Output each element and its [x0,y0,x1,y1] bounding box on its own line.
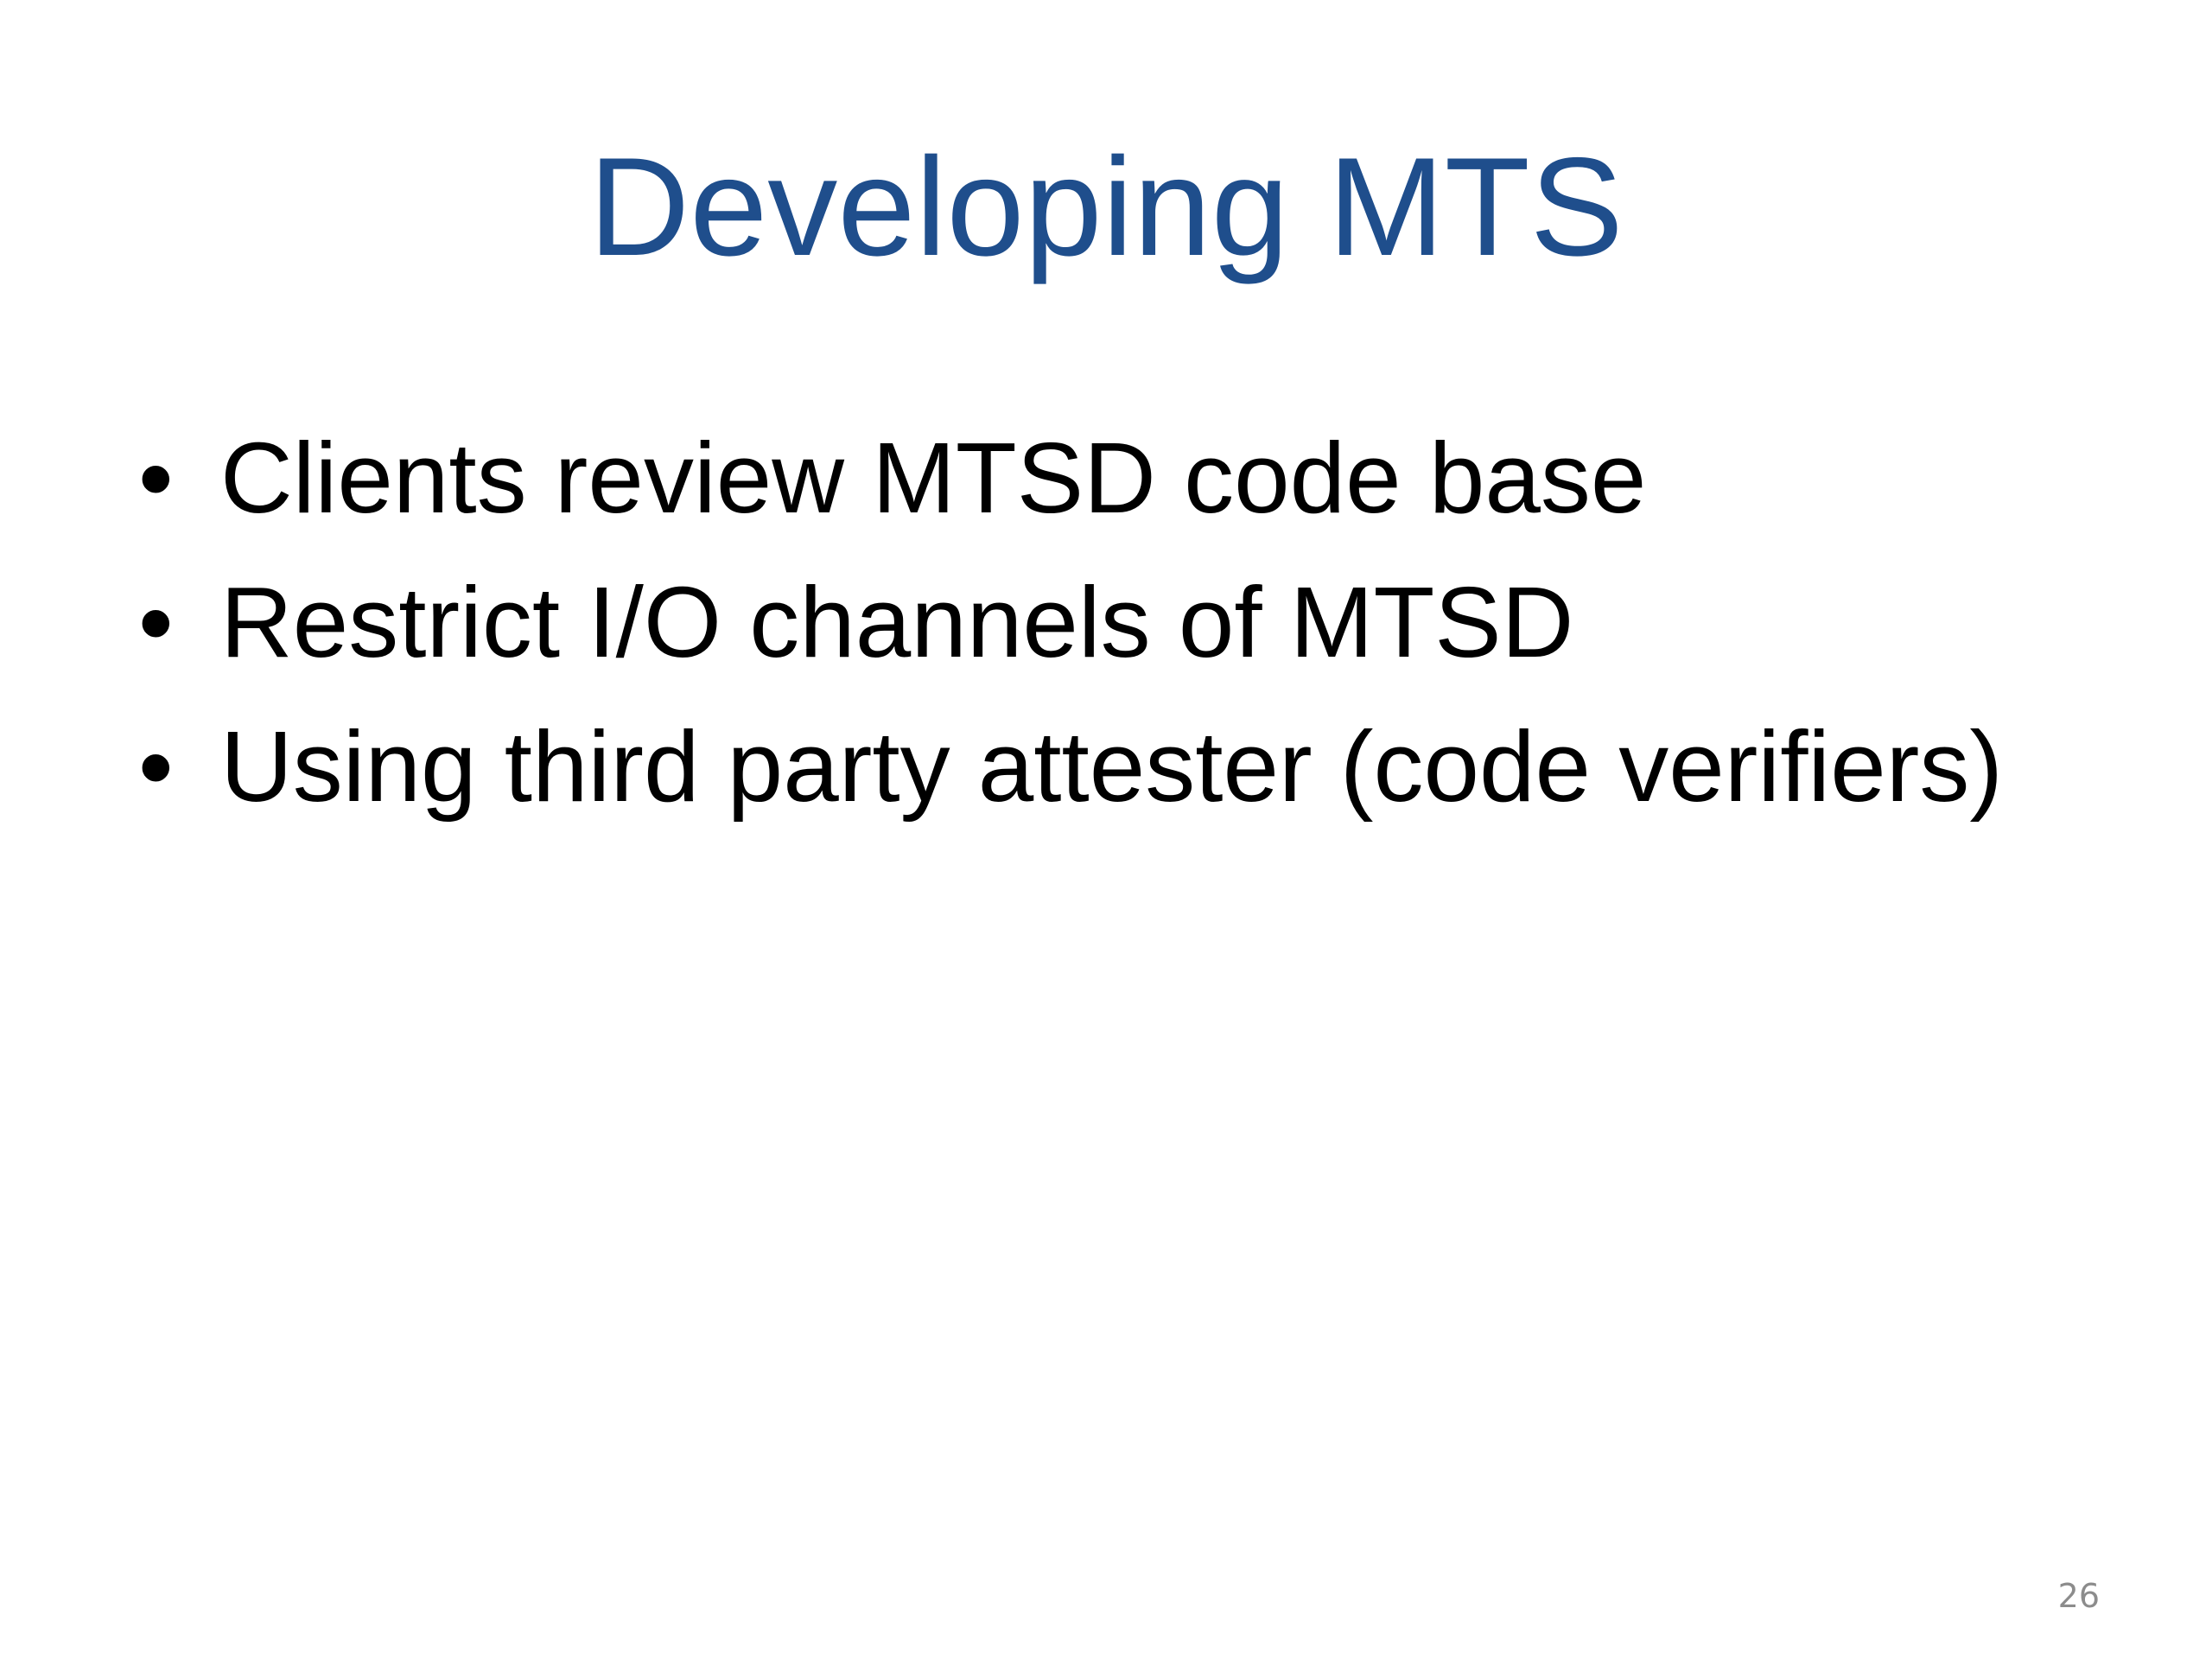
slide-title: Developing MTS [588,129,1624,285]
bullet-item-1: • Clients review MTSD code base [130,406,2117,550]
bullet-item-3: • Using third party attester (code verif… [130,695,2117,839]
bullet-icon: • [138,422,174,534]
bullet-icon: • [138,566,174,678]
bullet-list: • Clients review MTSD code base • Restri… [130,406,2117,839]
bullet-text: Restrict I/O channels of MTSD [220,566,1574,678]
bullet-text: Clients review MTSD code base [220,422,1647,534]
bullet-text: Using third party attester (code verifie… [220,710,2003,823]
slide-number: 26 [2057,1577,2100,1615]
bullet-item-2: • Restrict I/O channels of MTSD [130,550,2117,695]
bullet-icon: • [138,710,174,823]
